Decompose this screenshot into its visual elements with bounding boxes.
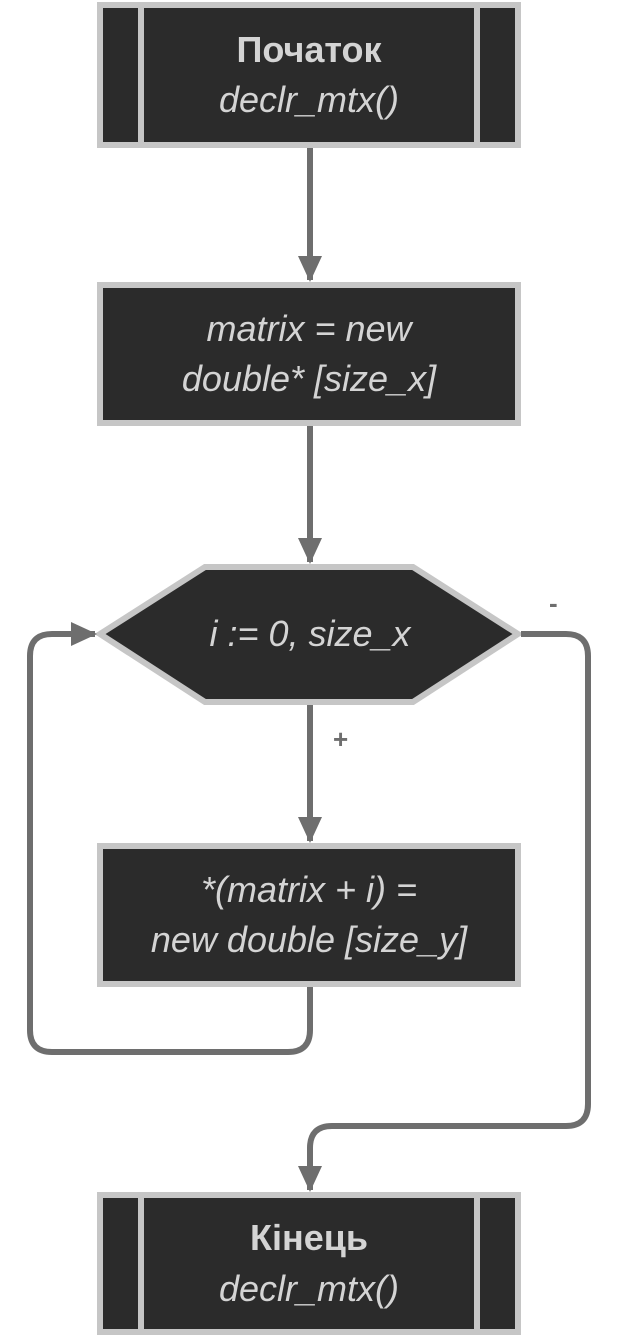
edge-loop-back — [27, 622, 313, 1055]
row-alloc-line-2: new double [size_y] — [150, 919, 468, 960]
loop-yes-label: + — [333, 724, 349, 754]
end-node-text: Кінець declr_mtx() — [144, 1198, 474, 1329]
edge-loop-exit-no — [298, 631, 591, 1192]
end-subtitle: declr_mtx() — [218, 1267, 400, 1309]
start-node-text: Початок declr_mtx() — [144, 8, 474, 142]
alloc-node-text: matrix = new double* [size_x] — [103, 288, 515, 420]
loop-no-label: - — [549, 588, 558, 618]
alloc-node — [97, 282, 521, 426]
loop-node-text: i := 0, size_x — [160, 570, 460, 699]
row-alloc-node-text: *(matrix + i) = new double [size_y] — [103, 849, 515, 981]
row-alloc-node — [97, 843, 521, 987]
start-subtitle: declr_mtx() — [218, 79, 400, 120]
row-alloc-line-1: *(matrix + i) = — [200, 868, 418, 910]
alloc-line-2: double* [size_x] — [181, 358, 437, 399]
loop-label: i := 0, size_x — [209, 613, 411, 655]
alloc-line-1: matrix = new — [206, 307, 412, 349]
start-node — [97, 2, 521, 148]
end-title: Кінець — [249, 1217, 368, 1259]
loop-node — [94, 564, 524, 705]
end-node — [97, 1192, 521, 1335]
start-title: Початок — [236, 28, 382, 70]
